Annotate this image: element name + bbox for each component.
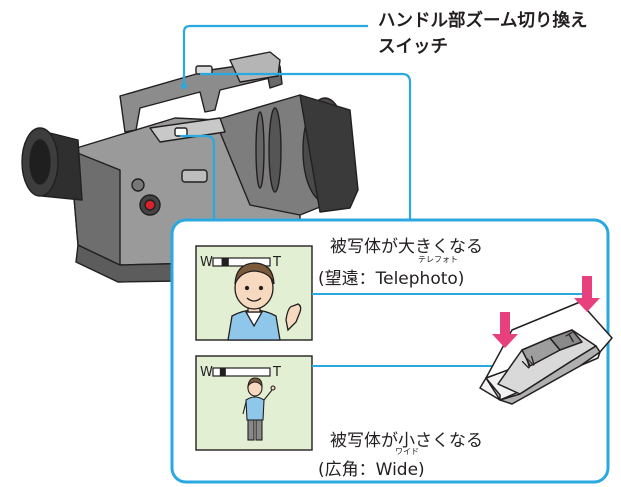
telephoto-ruby: テレフォト: [418, 255, 458, 264]
press-arrow-wide: [492, 312, 518, 348]
wide-indicator-w: W: [200, 365, 213, 380]
callout-label-line2: スイッチ: [378, 37, 448, 57]
wide-subcaption: (広角：Wide): [318, 460, 425, 480]
wide-screen: [195, 355, 313, 451]
zoom-bar-fill: [219, 368, 226, 376]
zoom-bar-track: [212, 257, 271, 267]
telephoto-screen: [195, 245, 313, 341]
wide-ruby: ワイド: [395, 447, 419, 456]
callout-label-line1: ハンドル部ズーム切り換え: [378, 11, 588, 31]
wide-caption: 被写体が小さくなる: [330, 431, 483, 451]
telephoto-indicator-t: T: [273, 255, 281, 270]
telephoto-caption: 被写体が大きくなる: [330, 237, 483, 257]
press-arrow-telephoto: [574, 276, 600, 312]
zoom-bar-fill: [221, 258, 229, 266]
person-closeup: [227, 262, 302, 341]
callout-lines: [180, 24, 412, 222]
telephoto-indicator-w: W: [200, 255, 213, 270]
press-arrows: [492, 276, 600, 348]
wide-indicator-t: T: [273, 365, 281, 380]
person-fullbody: [242, 377, 276, 441]
callout-label: ハンドル部ズーム切り換え スイッチ: [378, 8, 587, 60]
leader-dot-handle: [181, 83, 187, 89]
camcorder-illustration: [21, 51, 359, 283]
pointer-lines: [312, 293, 586, 367]
telephoto-subcaption: (望遠：Telephoto): [318, 269, 465, 289]
zoom-switch-enlarged: [479, 301, 613, 405]
zoom-bar-track: [212, 367, 271, 377]
